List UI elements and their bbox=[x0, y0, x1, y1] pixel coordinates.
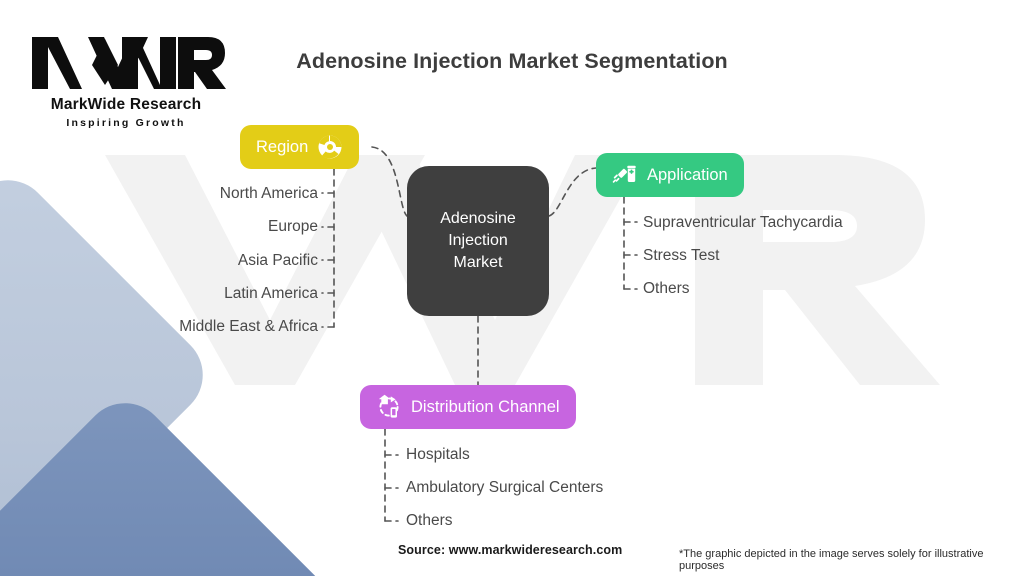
center-node-line-1: Adenosine bbox=[440, 210, 516, 227]
leaf-application-1: Stress Test bbox=[643, 247, 720, 264]
center-node-line-3: Market bbox=[453, 254, 503, 271]
leaf-distribution-1: Ambulatory Surgical Centers bbox=[406, 479, 604, 496]
logo-mark-icon bbox=[32, 37, 226, 89]
brand-tagline: Inspiring Growth bbox=[66, 117, 186, 129]
badge-label-application: Application bbox=[647, 165, 728, 184]
leaf-region-1: Europe bbox=[268, 218, 318, 235]
badge-label-distribution-channel: Distribution Channel bbox=[411, 397, 560, 416]
leaf-application-0: Supraventricular Tachycardia bbox=[643, 214, 843, 231]
branch-badge-application[interactable]: Application bbox=[596, 153, 744, 197]
distribution-icon bbox=[376, 394, 402, 420]
syringe-vial-icon bbox=[612, 162, 638, 188]
leaf-application-2: Others bbox=[643, 280, 690, 297]
decorative-square-dark bbox=[0, 385, 345, 576]
leaf-region-0: North America bbox=[219, 185, 318, 202]
globe-icon bbox=[317, 134, 343, 160]
center-node-label: Adenosine Injection Market bbox=[440, 208, 516, 274]
branch-badge-region[interactable]: Region bbox=[240, 125, 360, 169]
center-node-line-2: Injection bbox=[448, 232, 508, 249]
connector-region-to-center bbox=[371, 146, 408, 217]
branch-badge-distribution-channel[interactable]: Distribution Channel bbox=[360, 385, 576, 429]
leaf-distribution-2: Others bbox=[406, 512, 453, 529]
leaf-region-3: Latin America bbox=[224, 285, 318, 302]
badge-label-region: Region bbox=[256, 137, 309, 156]
center-node: Adenosine Injection Market bbox=[407, 166, 549, 316]
brand-logo: MarkWide Research Inspiring Growth bbox=[26, 33, 226, 129]
connector-center-to-application bbox=[548, 167, 597, 217]
leaf-region-2: Asia Pacific bbox=[237, 252, 318, 269]
brand-name: MarkWide Research bbox=[50, 96, 202, 113]
source-text: Source: www.markwideresearch.com bbox=[398, 543, 623, 557]
disclaimer-text: *The graphic depicted in the image serve… bbox=[679, 548, 984, 572]
leaf-distribution-0: Hospitals bbox=[406, 446, 470, 463]
leaf-region-4: Middle East & Africa bbox=[179, 318, 318, 335]
page-title: Adenosine Injection Market Segmentation bbox=[296, 49, 728, 73]
